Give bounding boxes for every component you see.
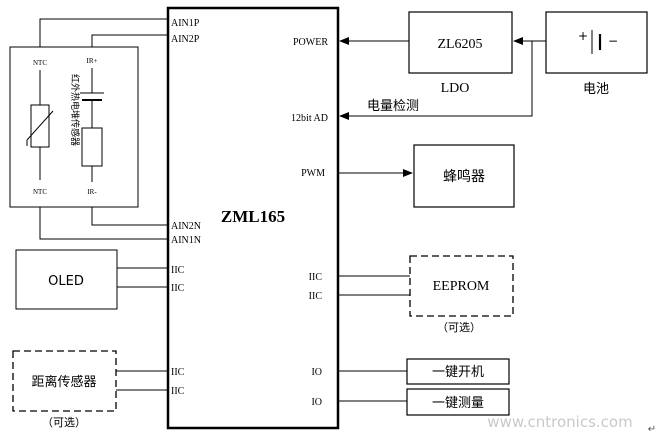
pin-dist-iic-2: IIC — [171, 386, 185, 397]
buzzer-block — [413, 144, 515, 208]
voltage-detect-label: 电量检测 — [367, 99, 419, 114]
pin-oled-iic-1: IIC — [171, 265, 185, 276]
pin-ain2p: AIN2P — [171, 34, 200, 45]
measure-key-label: 一键测量 — [432, 396, 484, 411]
battery-block — [545, 11, 648, 74]
eeprom-optional-label: （可选） — [437, 321, 481, 334]
distance-sensor-block — [12, 350, 117, 412]
buzzer-label: 蜂鸣器 — [443, 168, 485, 185]
mcu-block — [166, 6, 340, 430]
pin-ain1p: AIN1P — [171, 18, 200, 29]
oled-label: OLED — [48, 274, 84, 289]
ntc-top-label: NTC — [33, 59, 47, 67]
pin-eeprom-iic-1: IIC — [309, 272, 323, 283]
battery-plus: + — [578, 29, 588, 43]
mcu-title: ZML165 — [221, 207, 285, 226]
pin-io-2: IO — [311, 397, 322, 408]
pin-12bit-ad: 12bit AD — [291, 113, 328, 124]
ldo-part-label: ZL6205 — [437, 37, 482, 52]
distance-optional-label: （可选） — [42, 416, 86, 429]
battery-minus: − — [608, 34, 618, 48]
pin-dist-iic-1: IIC — [171, 367, 185, 378]
pin-power: POWER — [293, 37, 328, 48]
pin-ain2n: AIN2N — [171, 221, 201, 232]
thermopile-sensor-label: 红外热电堆传感器 — [69, 74, 81, 146]
ir-minus-label: IR- — [87, 188, 97, 196]
eeprom-block — [409, 255, 514, 317]
corner-mark: ↵ — [648, 424, 656, 435]
battery-caption: 电池 — [583, 82, 609, 97]
measure-key-block — [406, 388, 510, 416]
pin-ain1n: AIN1N — [171, 235, 201, 246]
ldo-block — [408, 11, 513, 74]
power-key-label: 一键开机 — [432, 365, 484, 380]
ir-plus-label: IR+ — [87, 57, 98, 65]
distance-sensor-label: 距离传感器 — [31, 374, 96, 390]
oled-block — [15, 249, 118, 310]
pin-io-1: IO — [311, 367, 322, 378]
pin-pwm: PWM — [301, 168, 325, 179]
voltage-detect-arrow — [339, 41, 533, 120]
pin-oled-iic-2: IIC — [171, 283, 185, 294]
ldo-caption: LDO — [441, 81, 470, 96]
eeprom-label: EEPROM — [433, 279, 490, 294]
pin-eeprom-iic-2: IIC — [309, 291, 323, 302]
watermark: www.cntronics.com — [487, 413, 632, 431]
power-key-block — [406, 358, 510, 385]
battery-symbol — [591, 30, 602, 54]
ntc-bottom-label: NTC — [33, 188, 47, 196]
thermopile-sensor — [9, 18, 168, 240]
